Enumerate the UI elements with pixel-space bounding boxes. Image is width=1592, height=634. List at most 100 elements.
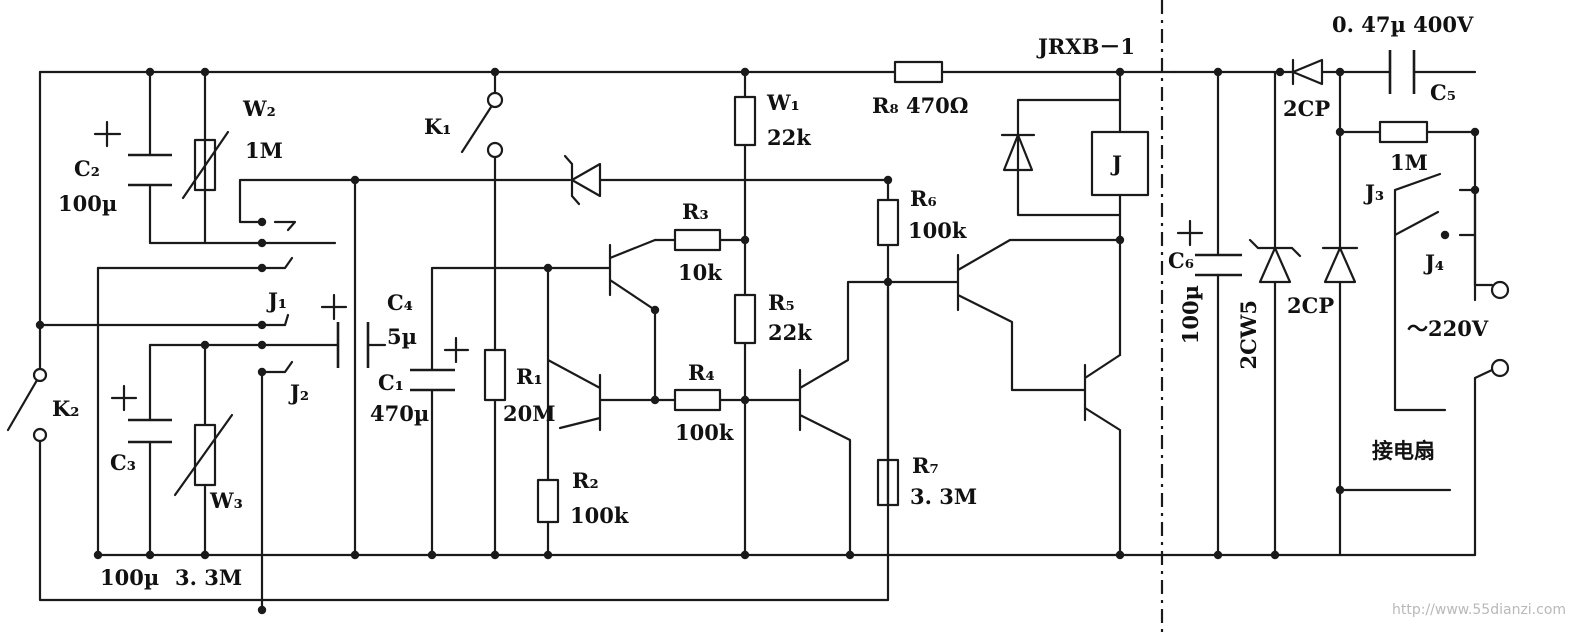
j-contact-wire bbox=[96, 256, 294, 270]
k1-blade bbox=[460, 102, 495, 154]
relay-coil bbox=[1090, 130, 1150, 197]
cw5-diode bbox=[1248, 238, 1302, 284]
c4-capacitor bbox=[336, 322, 370, 368]
junction-dot bbox=[1440, 230, 1450, 240]
k2-terminal-bottom[interactable] bbox=[32, 427, 48, 443]
c6-plus bbox=[1176, 219, 1204, 247]
j2-label: J₂ bbox=[290, 380, 310, 405]
ac-terminal-top[interactable] bbox=[1490, 280, 1510, 300]
junction-dot bbox=[740, 550, 750, 560]
w2-resistor bbox=[193, 138, 217, 192]
junction-dot bbox=[257, 340, 267, 350]
c3-plus bbox=[110, 384, 138, 412]
r1m-resistor bbox=[1378, 120, 1429, 144]
c4-value: 5µ bbox=[387, 324, 417, 349]
r8-resistor bbox=[893, 60, 944, 84]
w1-resistor bbox=[733, 95, 757, 147]
c3-capacitor bbox=[128, 418, 172, 444]
junction-dot bbox=[257, 605, 267, 615]
watermark: http://www.55dianzi.com bbox=[1392, 602, 1567, 618]
c1-capacitor bbox=[410, 368, 455, 392]
r2-resistor bbox=[536, 478, 560, 524]
junction-dot bbox=[1115, 235, 1125, 245]
w3-label: W₃ bbox=[210, 488, 243, 513]
w3-resistor bbox=[193, 423, 217, 487]
q3-transistor bbox=[798, 280, 890, 557]
c6-label: C₆ bbox=[1168, 248, 1194, 273]
c2-branch bbox=[148, 70, 207, 245]
q1-transistor bbox=[546, 238, 657, 402]
junction-dot bbox=[257, 263, 267, 273]
r1-label: R₁ bbox=[516, 364, 543, 389]
j2-lower bbox=[260, 360, 294, 612]
k2-label: K₂ bbox=[52, 396, 80, 421]
c5-label: C₅ bbox=[1430, 80, 1456, 105]
junction-dot bbox=[1335, 485, 1345, 495]
junction-dot bbox=[490, 550, 500, 560]
j1-label: J₁ bbox=[268, 288, 288, 313]
zener-diode bbox=[563, 154, 602, 206]
c5-capacitor bbox=[1388, 50, 1416, 94]
ac-terminal-bottom[interactable] bbox=[1490, 358, 1510, 378]
k2-switch bbox=[6, 373, 42, 432]
r7-value: 3. 3M bbox=[910, 484, 978, 509]
r3-value: 10k bbox=[678, 260, 722, 285]
r1-resistor bbox=[483, 348, 507, 402]
junction-dot bbox=[145, 67, 155, 77]
r5-value: 22k bbox=[768, 320, 812, 345]
c1-branch bbox=[430, 266, 550, 557]
k1-terminal-bottom[interactable] bbox=[486, 141, 504, 159]
k2-terminal-top[interactable] bbox=[32, 367, 48, 383]
junction-dot bbox=[1335, 127, 1345, 137]
junction-dot bbox=[145, 550, 155, 560]
junction-dot bbox=[200, 67, 210, 77]
zener-2cw5-label: 2CW5 bbox=[1236, 300, 1261, 370]
c1-label: C₁ bbox=[378, 370, 404, 395]
c2-plus bbox=[93, 120, 122, 148]
junction-dot bbox=[35, 320, 45, 330]
w2-label: W₂ bbox=[243, 96, 276, 121]
d-2cp-bottom-label: 2CP bbox=[1287, 293, 1335, 318]
relay-model: JRXB－1 bbox=[1038, 34, 1136, 59]
junction-dot bbox=[257, 217, 267, 227]
junction-dot bbox=[200, 340, 210, 350]
junction-dot bbox=[1470, 185, 1480, 195]
r1-value: 20M bbox=[503, 401, 556, 426]
junction-dot bbox=[1213, 67, 1223, 77]
junction-dot bbox=[427, 550, 437, 560]
junction-dot bbox=[1270, 550, 1280, 560]
junction-dot bbox=[200, 550, 210, 560]
junction-dot bbox=[883, 175, 893, 185]
r4-value: 100k bbox=[675, 420, 734, 445]
junction-dot bbox=[257, 238, 267, 248]
junction-dot bbox=[740, 395, 750, 405]
r3-label: R₃ bbox=[682, 199, 709, 224]
w1-value: 22k bbox=[767, 125, 811, 150]
bottom-33m-label: 3. 3M bbox=[175, 565, 243, 590]
r5-label: R₅ bbox=[768, 290, 795, 315]
c1-value: 470µ bbox=[370, 401, 430, 426]
c2-value: 100µ bbox=[58, 191, 118, 216]
junction-dot bbox=[1115, 550, 1125, 560]
r8-label: R₈ 470Ω bbox=[872, 93, 969, 118]
c2-capacitor bbox=[128, 153, 172, 187]
junction-dot bbox=[350, 550, 360, 560]
relay-diode bbox=[1000, 133, 1036, 172]
c1-plus bbox=[443, 336, 470, 364]
r2-value: 100k bbox=[570, 503, 629, 528]
k1-terminal-top[interactable] bbox=[486, 91, 504, 109]
w2-value: 1M bbox=[245, 138, 283, 163]
k1-label: K₁ bbox=[424, 114, 452, 139]
junction-dot bbox=[1470, 127, 1480, 137]
bottom-100u-label: 100µ bbox=[100, 565, 160, 590]
junction-dot bbox=[740, 67, 750, 77]
r1m-label: 1M bbox=[1390, 150, 1428, 175]
q5-transistor bbox=[1083, 353, 1122, 557]
r6-value: 100k bbox=[908, 218, 967, 243]
junction-dot bbox=[490, 67, 500, 77]
r4-label: R₄ bbox=[688, 360, 715, 385]
r7-label: R₇ bbox=[912, 453, 939, 478]
c6-value: 100µ bbox=[1178, 285, 1203, 345]
